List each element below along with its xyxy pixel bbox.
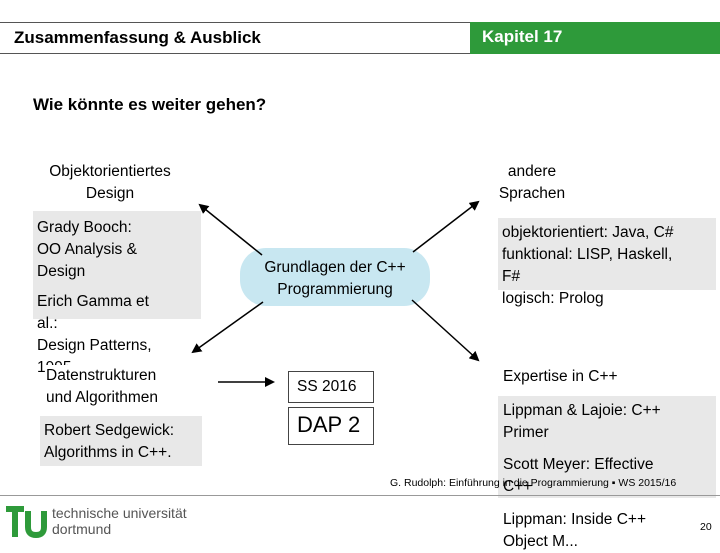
slide-title: Zusammenfassung & Ausblick: [14, 28, 261, 47]
tu-logo-text: technische universität dortmund: [52, 505, 187, 537]
logo-line1: technische universität: [52, 505, 187, 521]
datastructures-heading: Datenstrukturen und Algorithmen: [46, 365, 206, 409]
arrow-to-expertise: [411, 299, 480, 362]
cpp-books-list: Lippman & Lajoie: C++ Primer Scott Meyer…: [503, 400, 715, 498]
oo-design-heading-line1: Objektorientiertes: [49, 163, 171, 180]
oo-design-heading-line2: Design: [85, 185, 135, 202]
sedgewick-line1: Robert Sedgewick:: [44, 422, 175, 439]
language-line: objektorientiert: Java, C#: [502, 224, 674, 241]
arrow-to-oo-design: [198, 203, 263, 256]
arrows-layer: [191, 200, 480, 387]
course-box: DAP 2: [288, 407, 374, 445]
footer-divider: [0, 495, 720, 496]
tu-logo-icon: [6, 506, 47, 539]
arrow-to-other-languages: [412, 200, 480, 253]
other-languages-line1: andere: [507, 163, 557, 180]
logo-line2: dortmund: [52, 521, 112, 537]
languages-box: [498, 218, 716, 290]
book-line: Design: [37, 263, 86, 280]
cpp-book-line: Primer: [503, 424, 549, 441]
cpp-basics-oval: Grundlagen der C++ Programmierung: [240, 248, 430, 306]
cpp-basics-line1: Grundlagen der C++: [264, 259, 406, 276]
book-line: al.:: [37, 315, 58, 332]
datastructures-heading-line1: Datenstrukturen: [46, 367, 157, 384]
arrow-to-datastructures: [191, 301, 264, 354]
book-line: Design Patterns,: [37, 337, 152, 354]
language-line: funktional: LISP, Haskell,: [502, 246, 673, 263]
cpp-books-box: [498, 396, 716, 498]
other-languages-heading: andere Sprachen: [482, 161, 582, 205]
chapter-bar: Kapitel 17: [470, 22, 720, 54]
cpp-book-line: C++: [503, 478, 533, 495]
expertise-heading: Expertise in C++: [503, 368, 618, 385]
book-line: Erich Gamma et: [37, 293, 149, 310]
book-line: Grady Booch:: [37, 219, 132, 236]
language-line: logisch: Prolog: [502, 290, 604, 307]
slide-title-bar: Zusammenfassung & Ausblick: [0, 22, 470, 54]
sedgewick-line2: Algorithms in C++.: [44, 444, 172, 461]
oo-design-heading: Objektorientiertes Design: [30, 161, 190, 205]
slide-subtitle: Wie könnte es weiter gehen?: [33, 95, 267, 114]
sedgewick-box: Robert Sedgewick: Algorithms in C++.: [40, 416, 202, 466]
page-number: 20: [700, 521, 712, 533]
languages-list: objektorientiert: Java, C# funktional: L…: [502, 222, 718, 310]
footer-citation: G. Rudolph: Einführung in die Programmie…: [390, 477, 677, 489]
other-languages-line2: Sprachen: [498, 185, 566, 202]
book-line: OO Analysis &: [37, 241, 137, 258]
semester-box: SS 2016: [288, 371, 374, 403]
cpp-book-line: Lippman: Inside C++: [503, 511, 647, 528]
datastructures-heading-line2: und Algorithmen: [46, 389, 159, 406]
cpp-book-line: Lippman & Lajoie: C++: [503, 402, 661, 419]
cpp-book-line: Scott Meyer: Effective: [503, 456, 654, 473]
cpp-basics-line2: Programmierung: [277, 281, 393, 298]
oo-books-box: [33, 211, 201, 319]
oo-books-list: Grady Booch: OO Analysis & Design Erich …: [37, 217, 207, 379]
course-label: DAP 2: [297, 412, 361, 437]
language-line: F#: [502, 268, 521, 285]
semester-label: SS 2016: [297, 378, 357, 395]
chapter-label: Kapitel 17: [482, 27, 563, 46]
